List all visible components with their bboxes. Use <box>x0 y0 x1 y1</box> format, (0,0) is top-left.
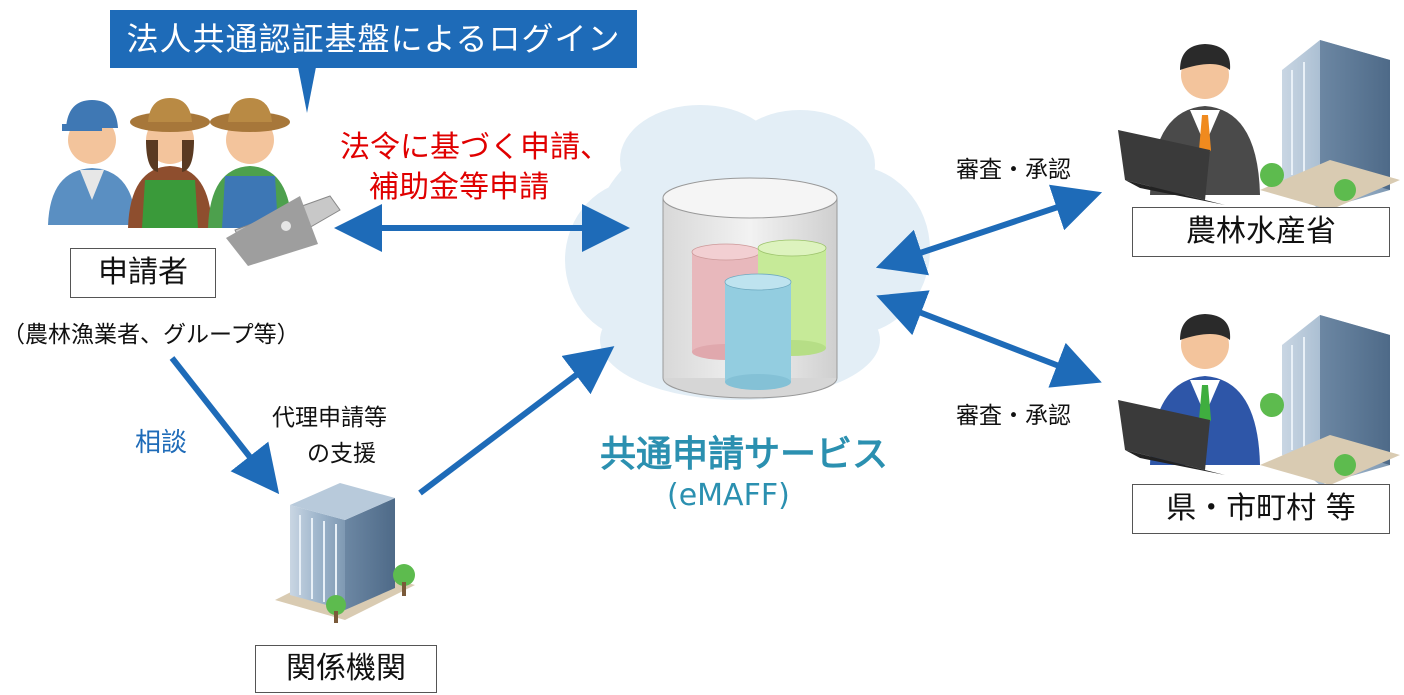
login-banner: 法人共通認証基盤によるログイン <box>110 10 637 68</box>
local-gov-label: 県・市町村 等 <box>1166 491 1356 526</box>
building-icon <box>275 483 415 623</box>
local-gov-action: 審査・承認 <box>956 403 1071 429</box>
applicant-people-icon <box>48 98 341 266</box>
support-text-line2: の支援 <box>307 441 376 467</box>
banner-pointer <box>298 67 316 113</box>
related-org-label-box: 関係機関 <box>255 645 437 693</box>
application-text-line2: 補助金等申請 <box>369 170 549 205</box>
applicant-sublabel: （農林漁業者、グループ等） <box>2 322 300 348</box>
maff-official-icon <box>1118 40 1400 210</box>
local-gov-label-box: 県・市町村 等 <box>1132 484 1390 534</box>
maff-label: 農林水産省 <box>1186 214 1336 249</box>
related-org-label: 関係機関 <box>286 651 406 686</box>
local-gov-official-icon <box>1118 314 1400 485</box>
maff-label-box: 農林水産省 <box>1132 207 1390 257</box>
applicant-label-box: 申請者 <box>70 248 216 298</box>
application-text-line1: 法令に基づく申請、 <box>340 130 610 165</box>
arrow-consult <box>169 356 280 495</box>
service-abbr: (eMAFF) <box>667 478 790 513</box>
applicant-label: 申請者 <box>98 255 188 290</box>
maff-action: 審査・承認 <box>956 157 1071 183</box>
arrow-org-service <box>418 346 615 496</box>
support-text-line1: 代理申請等 <box>272 405 387 431</box>
service-name: 共通申請サービス <box>600 434 889 475</box>
arrow-service-localgov <box>876 290 1102 388</box>
database-icon <box>662 177 838 399</box>
arrow-service-maff <box>875 184 1103 276</box>
consult-label: 相談 <box>135 428 188 458</box>
